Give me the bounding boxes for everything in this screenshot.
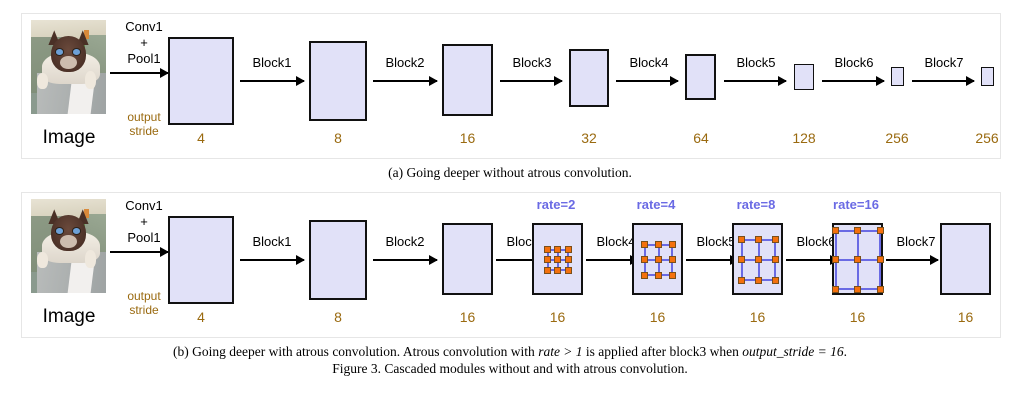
arrow-label-b-5: Block5 — [696, 234, 736, 249]
stride-value-a-1: 4 — [197, 130, 205, 146]
feature-box-a-1 — [168, 37, 234, 125]
arrow-a-6 — [822, 76, 885, 86]
arrow-b-6 — [786, 255, 839, 265]
caption-b-math-1: rate > 1 — [538, 344, 583, 359]
caption-b-plain-2: is applied after block3 when — [582, 344, 743, 359]
stride-value-b-6: 16 — [749, 309, 766, 325]
arrow-a-7 — [912, 76, 975, 86]
rate-label-b-4: rate=16 — [833, 197, 879, 212]
entry-op-line2-a: + — [140, 35, 148, 50]
figure-main-caption: Figure 3. Cascaded modules without and w… — [332, 361, 688, 376]
atrous-kernel-rate-8 — [732, 223, 783, 295]
rate-label-b-1: rate=2 — [536, 197, 576, 212]
output-stride-label-line1-a: output — [127, 110, 161, 124]
caption-panel-a: (a) Going deeper without atrous convolut… — [388, 165, 632, 180]
atrous-kernel-rate-4 — [632, 223, 683, 295]
arrow-label-b-6: Block6 — [796, 234, 836, 249]
stride-value-b-4: 16 — [549, 309, 566, 325]
feature-box-b-3 — [442, 223, 493, 295]
arrow-b-1 — [240, 255, 305, 265]
arrow-label-a-1: Block1 — [252, 55, 292, 70]
feature-box-a-4 — [569, 49, 609, 107]
feature-box-a-7 — [891, 67, 904, 86]
input-image-thumbnail-b — [31, 199, 106, 293]
arrow-label-a-3: Block3 — [512, 55, 552, 70]
stride-value-a-5: 64 — [693, 130, 709, 146]
stride-value-a-4: 32 — [581, 130, 597, 146]
stride-value-b-7: 16 — [849, 309, 866, 325]
arrow-label-b-1: Block1 — [252, 234, 292, 249]
image-label-a: Image — [42, 127, 96, 148]
entry-op-line3-a: Pool1 — [127, 51, 161, 66]
arrow-entry-a — [110, 68, 169, 78]
entry-op-line1-b: Conv1 — [125, 198, 163, 213]
arrow-b-7 — [886, 255, 939, 265]
feature-box-a-6 — [794, 64, 814, 90]
atrous-kernel-rate-2 — [532, 223, 583, 295]
caption-panel-b: (b) Going deeper with atrous convolution… — [0, 343, 1020, 377]
arrow-label-a-2: Block2 — [385, 55, 425, 70]
arrow-label-b-7: Block7 — [896, 234, 936, 249]
entry-op-line3-b: Pool1 — [127, 230, 161, 245]
arrow-label-a-5: Block5 — [736, 55, 776, 70]
feature-box-a-5 — [685, 54, 716, 100]
output-stride-label-line2-a: stride — [129, 124, 159, 138]
panel-b: Image Conv1 + Pool1 output stride 4 Bloc… — [21, 192, 1001, 338]
stride-value-a-2: 8 — [334, 130, 342, 146]
panel-a: Image Conv1 + Pool1 output stride 4 Bloc… — [21, 13, 1001, 159]
arrow-label-a-4: Block4 — [629, 55, 669, 70]
arrow-label-a-6: Block6 — [834, 55, 874, 70]
caption-b-plain-3: . — [843, 344, 847, 359]
feature-box-b-2 — [309, 220, 367, 300]
stride-value-a-7: 256 — [885, 130, 909, 146]
stride-value-a-6: 128 — [792, 130, 816, 146]
feature-box-a-8 — [981, 67, 994, 86]
feature-box-b-1 — [168, 216, 234, 304]
arrow-label-a-7: Block7 — [924, 55, 964, 70]
arrow-entry-b — [110, 247, 169, 257]
arrow-a-5 — [724, 76, 787, 86]
output-stride-label-line1-b: output — [127, 289, 161, 303]
output-stride-label-line2-b: stride — [129, 303, 159, 317]
stride-value-a-8: 256 — [975, 130, 999, 146]
arrow-b-4 — [586, 255, 639, 265]
caption-b-math-2: output_stride = 16 — [742, 344, 844, 359]
feature-box-b-4 — [532, 223, 583, 295]
arrow-label-b-2: Block2 — [385, 234, 425, 249]
caption-b-plain-1: (b) Going deeper with atrous convolution… — [172, 344, 539, 359]
entry-op-line1-a: Conv1 — [125, 19, 163, 34]
rate-label-b-2: rate=4 — [636, 197, 676, 212]
arrow-a-1 — [240, 76, 305, 86]
stride-value-a-3: 16 — [459, 130, 476, 146]
caption-panel-b-line1: (b) Going deeper with atrous convolution… — [0, 343, 1020, 360]
stride-value-b-5: 16 — [649, 309, 666, 325]
arrow-b-5 — [686, 255, 739, 265]
feature-box-b-8 — [940, 223, 991, 295]
input-image-thumbnail-a — [31, 20, 106, 114]
arrow-a-2 — [373, 76, 438, 86]
atrous-kernel-rate-16 — [831, 223, 884, 295]
stride-value-b-1: 4 — [197, 309, 205, 325]
feature-box-a-3 — [442, 44, 493, 116]
image-label-b: Image — [42, 306, 96, 327]
arrow-a-3 — [500, 76, 563, 86]
arrow-a-4 — [616, 76, 679, 86]
entry-op-line2-b: + — [140, 214, 148, 229]
rate-label-b-3: rate=8 — [736, 197, 776, 212]
arrow-label-b-4: Block4 — [596, 234, 636, 249]
feature-box-a-2 — [309, 41, 367, 121]
stride-value-b-3: 16 — [459, 309, 476, 325]
arrow-b-2 — [373, 255, 438, 265]
stride-value-b-8: 16 — [957, 309, 974, 325]
stride-value-b-2: 8 — [334, 309, 342, 325]
